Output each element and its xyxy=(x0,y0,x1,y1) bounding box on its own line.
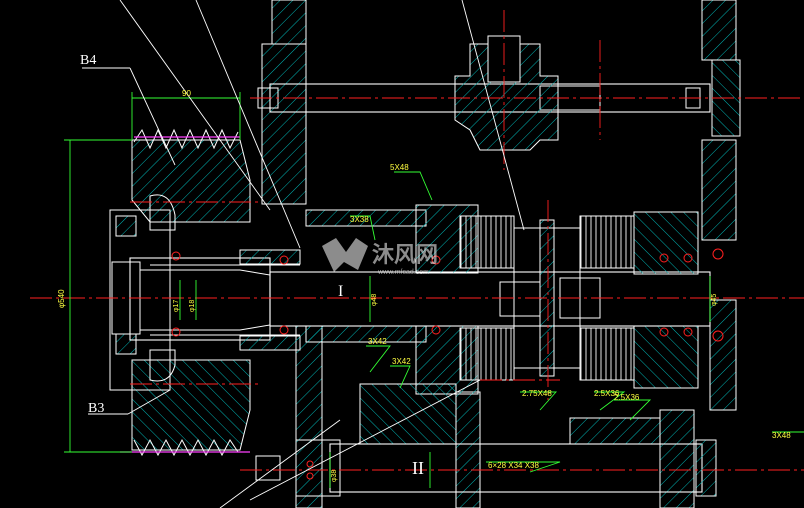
dim-3x38: 3X38 xyxy=(350,215,369,224)
dim-3x42-b: 3X42 xyxy=(392,357,411,366)
dim-3x42-a: 3X42 xyxy=(368,337,387,346)
dimension-lines xyxy=(64,92,804,488)
dim-phi-e: φ38 xyxy=(331,470,338,482)
watermark-text: 沐风网 xyxy=(372,243,438,268)
label-b4: B4 xyxy=(80,53,96,68)
watermark: 沐风网 www.mfcad.com xyxy=(322,238,438,276)
top-shaft xyxy=(257,35,741,151)
dim-phi-b: φ18 xyxy=(189,300,196,312)
label-b3: B3 xyxy=(88,401,104,416)
leader-lines xyxy=(82,0,525,508)
dim-3x48-right: 3X48 xyxy=(772,431,791,440)
dim-top: 90 xyxy=(182,89,191,98)
bearings xyxy=(171,248,724,480)
dim-5x48-top: 5X48 xyxy=(390,163,409,172)
center-lines xyxy=(30,10,804,471)
drawing-labels: B4 B3 I II φ540 90 5X48 3X38 3X42 3X42 2… xyxy=(57,53,791,482)
label-shaft-1: I xyxy=(338,283,343,300)
dim-6x28: 6×28 X34 X38 xyxy=(488,461,539,470)
label-shaft-2: II xyxy=(412,458,424,478)
dim-2-75x48: 2.75X48 xyxy=(522,389,552,398)
dim-phi-c: φ48 xyxy=(371,294,378,306)
belt-grooves-top xyxy=(133,128,239,150)
dim-phi-d: φ45 xyxy=(711,294,718,306)
clutch-pack xyxy=(415,204,699,395)
dim-phi-a: φ17 xyxy=(173,300,180,312)
shaft-2 xyxy=(255,383,717,497)
watermark-url: www.mfcad.com xyxy=(377,269,429,276)
watermark-logo-icon xyxy=(322,238,368,272)
dim-left: φ540 xyxy=(57,289,66,308)
dim-2-5x36: 2.5X36 xyxy=(594,389,620,398)
dim-2-5x36-b: 2.5X36 xyxy=(614,393,640,402)
spindle-bore xyxy=(111,249,301,351)
shaft-1 xyxy=(269,209,711,343)
pulley-assembly xyxy=(109,128,251,457)
housing-walls xyxy=(261,0,737,508)
